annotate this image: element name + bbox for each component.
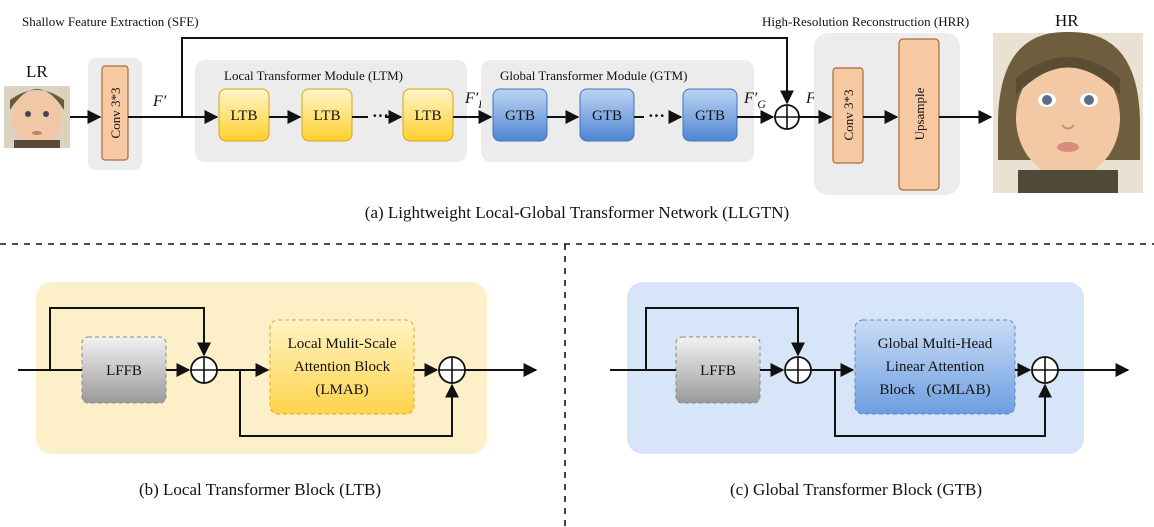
sfe-conv-box xyxy=(101,65,129,161)
gmlab-box xyxy=(854,319,1016,415)
sfe-conv-label: Conv 3*3 xyxy=(108,88,123,139)
lr-face-image xyxy=(4,86,70,148)
ltm-label: Local Transformer Module (LTM) xyxy=(224,68,403,83)
top-sum-plus-icon xyxy=(775,105,799,129)
ltb-label-1: LTB xyxy=(231,108,258,124)
gtb-label-3: GTB xyxy=(695,108,725,124)
ltm-ellipsis: ··· xyxy=(372,106,389,125)
fg-label: F′G xyxy=(743,90,766,111)
hr-label: HR xyxy=(1055,11,1079,30)
gtb-box-1 xyxy=(492,88,548,142)
ltb-box-2 xyxy=(301,88,353,142)
gtb-label-2: GTB xyxy=(592,108,622,124)
gmlab-line-2: Linear Attention xyxy=(886,359,985,375)
fg-subscript: G xyxy=(757,97,766,111)
ltb-label-3: LTB xyxy=(415,108,442,124)
gmlab-line-1: Global Multi-Head xyxy=(878,336,993,352)
gtb-lffb-label: LFFB xyxy=(700,363,736,379)
hrr-label: High-Resolution Reconstruction (HRR) xyxy=(762,14,969,29)
lr-label: LR xyxy=(26,62,48,81)
gtb-box-2 xyxy=(579,88,635,142)
ltb-sum-plus-icon-2 xyxy=(439,357,465,383)
hrr-conv-label: Conv 3*3 xyxy=(841,90,856,141)
ltb-lffb-label: LFFB xyxy=(106,363,142,379)
gtm-ellipsis: ··· xyxy=(648,106,665,125)
f-prime-label: F′ xyxy=(152,93,167,110)
top-caption: (a) Lightweight Local-Global Transformer… xyxy=(365,203,789,222)
gtb-box-3 xyxy=(682,88,738,142)
gmlab-line-3: Block (GMLAB) xyxy=(879,382,990,398)
ltb-sum-plus-icon-1 xyxy=(191,357,217,383)
upsample-label: Upsample xyxy=(912,87,927,140)
ltb-box-1 xyxy=(218,88,270,142)
ltb-caption: (b) Local Transformer Block (LTB) xyxy=(139,480,381,499)
ltb-box-3 xyxy=(402,88,454,142)
lmab-line-3: (LMAB) xyxy=(315,382,368,398)
lmab-box xyxy=(269,319,415,415)
lmab-line-1: Local Mulit-Scale xyxy=(288,336,397,352)
gtb-sum-plus-icon-1 xyxy=(785,357,811,383)
gtb-caption: (c) Global Transformer Block (GTB) xyxy=(730,480,982,499)
gtb-label-1: GTB xyxy=(505,108,535,124)
gtb-sum-plus-icon-2 xyxy=(1032,357,1058,383)
sfe-label: Shallow Feature Extraction (SFE) xyxy=(22,14,199,29)
ltb-label-2: LTB xyxy=(314,108,341,124)
hrr-conv-box xyxy=(832,67,864,164)
gtm-label: Global Transformer Module (GTM) xyxy=(500,68,687,83)
upsample-box xyxy=(898,38,940,191)
hr-face-image xyxy=(993,31,1143,193)
lmab-line-2: Attention Block xyxy=(294,359,391,375)
